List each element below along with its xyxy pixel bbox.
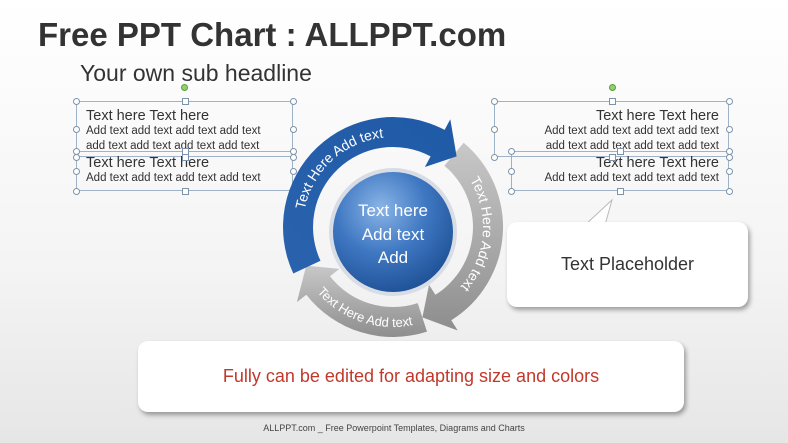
cycle-arrow-3[interactable] xyxy=(296,265,427,337)
textbox-body: Add text add text add text add text xyxy=(86,125,261,137)
bottom-textbox[interactable]: Fully can be edited for adapting size an… xyxy=(138,341,684,412)
rotate-handle[interactable] xyxy=(181,84,188,91)
textbox-body: add text add text add text add text xyxy=(545,140,719,152)
resize-handle[interactable] xyxy=(290,148,297,155)
textbox-heading: Text here Text here xyxy=(86,108,210,124)
resize-handle[interactable] xyxy=(617,188,624,195)
resize-handle[interactable] xyxy=(491,126,498,133)
slide-title: Free PPT Chart : ALLPPT.com xyxy=(38,16,507,53)
resize-handle[interactable] xyxy=(181,98,189,105)
textbox-body: Add text add text add text add text xyxy=(544,125,719,137)
resize-handle[interactable] xyxy=(73,168,80,175)
resize-handle[interactable] xyxy=(508,168,515,175)
resize-handle[interactable] xyxy=(726,188,733,195)
resize-handle[interactable] xyxy=(73,188,80,195)
callout-box[interactable]: Text Placeholder xyxy=(507,222,748,307)
resize-handle[interactable] xyxy=(617,148,624,155)
resize-handle[interactable] xyxy=(73,126,80,133)
resize-handle[interactable] xyxy=(726,126,733,133)
textbox-body: add text add text add text add text xyxy=(86,140,260,152)
center-text-1: Text here xyxy=(358,201,428,220)
resize-handle[interactable] xyxy=(508,148,515,155)
resize-handle[interactable] xyxy=(290,126,297,133)
textbox-heading: Text here Text here xyxy=(595,155,719,171)
cycle-arrow-1[interactable] xyxy=(283,117,457,274)
resize-handle[interactable] xyxy=(181,188,189,195)
resize-handle[interactable] xyxy=(726,168,733,175)
resize-handle[interactable] xyxy=(73,98,80,105)
cycle-arrow-2[interactable] xyxy=(422,142,504,331)
bottom-text: Fully can be edited for adapting size an… xyxy=(222,366,600,386)
footer: ALLPPT.com _ Free Powerpoint Templates, … xyxy=(263,423,525,433)
resize-handle[interactable] xyxy=(726,98,733,105)
textbox-heading: Text here Text here xyxy=(595,108,719,124)
resize-handle[interactable] xyxy=(608,154,616,161)
resize-handle[interactable] xyxy=(290,98,297,105)
resize-handle[interactable] xyxy=(491,154,498,161)
callout-text: Text Placeholder xyxy=(560,254,695,274)
resize-handle[interactable] xyxy=(508,188,515,195)
center-sphere[interactable] xyxy=(333,172,453,292)
textbox-body: Add text add text add text add text xyxy=(544,172,719,184)
resize-handle[interactable] xyxy=(608,98,616,105)
center-text-2: Add text xyxy=(362,225,425,244)
center-text-3: Add xyxy=(378,248,408,267)
resize-handle[interactable] xyxy=(491,98,498,105)
resize-handle[interactable] xyxy=(181,148,189,155)
slide-subtitle: Your own sub headline xyxy=(80,60,312,86)
resize-handle[interactable] xyxy=(726,148,733,155)
textbox-heading: Text here Text here xyxy=(86,155,210,171)
resize-handle[interactable] xyxy=(290,168,297,175)
resize-handle[interactable] xyxy=(73,148,80,155)
rotate-handle[interactable] xyxy=(609,84,616,91)
textbox-body: Add text add text add text add text xyxy=(86,172,261,184)
